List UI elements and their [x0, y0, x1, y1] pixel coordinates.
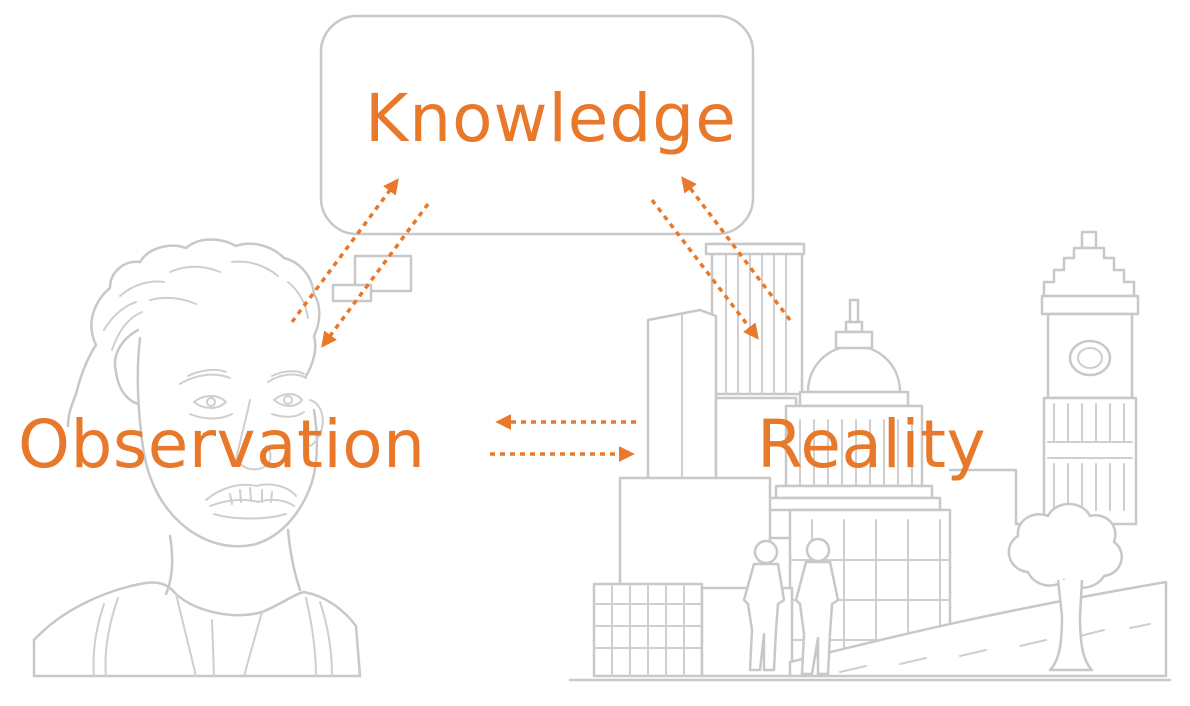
portrait-sketch-icon: [32, 238, 362, 678]
tree: [1007, 502, 1123, 672]
observation-label: Observation: [18, 406, 426, 483]
people-figures: [742, 537, 840, 676]
city-skyline-icon: [568, 230, 1172, 682]
arrow-knowledge-to-reality: [650, 198, 759, 340]
arrows: [290, 176, 792, 462]
knowledge-box: [319, 14, 755, 236]
clock-tower: [1040, 230, 1140, 526]
reality-label: Reality: [757, 406, 987, 483]
knowledge-label: Knowledge: [365, 80, 737, 157]
